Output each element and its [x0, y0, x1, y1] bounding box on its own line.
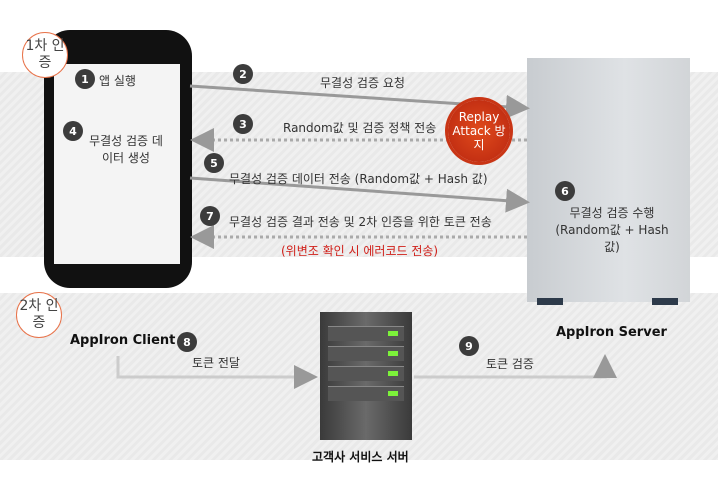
arrow-8 — [116, 356, 318, 389]
step-number: 5 — [204, 153, 224, 173]
arrow-9 — [414, 354, 617, 379]
service-server-icon — [320, 312, 412, 440]
step-label: 무결성 검증 데이터 전송 (Random값 + Hash 값) — [229, 172, 488, 186]
step-label: 무결성 검증 요청 — [320, 76, 405, 90]
server-label: AppIron Server — [556, 325, 667, 340]
step-number: 9 — [459, 336, 479, 356]
step-number: 1 — [75, 69, 95, 89]
step-label: 무결성 검증 데이터 생성 — [89, 134, 163, 165]
phone-screen — [54, 64, 180, 264]
step-label: 토큰 전달 — [192, 356, 240, 370]
step-number: 2 — [233, 64, 253, 84]
step-label: 토큰 검증 — [486, 357, 534, 371]
step-number: 6 — [555, 181, 575, 201]
step-label: 무결성 검증 결과 전송 및 2차 인증을 위한 토큰 전송 — [229, 215, 492, 229]
error-note: (위변조 확인 시 에러코드 전송) — [281, 244, 439, 258]
replay-attack-seal: Replay Attack 방지 — [448, 100, 510, 162]
step-label: Random값 및 검증 정책 전송 — [283, 121, 437, 135]
step-number: 8 — [177, 332, 197, 352]
step-number: 7 — [200, 206, 220, 226]
service-server-label: 고객사 서비스 서버 — [312, 450, 409, 464]
step-label: 무결성 검증 수행 (Random값 + Hash 값) — [555, 206, 669, 254]
client-label: AppIron Client — [70, 333, 176, 348]
server-foot — [537, 298, 563, 305]
appiron-server — [527, 58, 690, 302]
second-auth-badge: 2차 인증 — [16, 292, 62, 338]
step-number: 3 — [233, 114, 253, 134]
server-foot — [652, 298, 678, 305]
arrow-5 — [189, 176, 530, 213]
step-number: 4 — [63, 121, 83, 141]
step-label: 앱 실행 — [99, 74, 136, 88]
first-auth-badge: 1차 인증 — [22, 32, 68, 78]
